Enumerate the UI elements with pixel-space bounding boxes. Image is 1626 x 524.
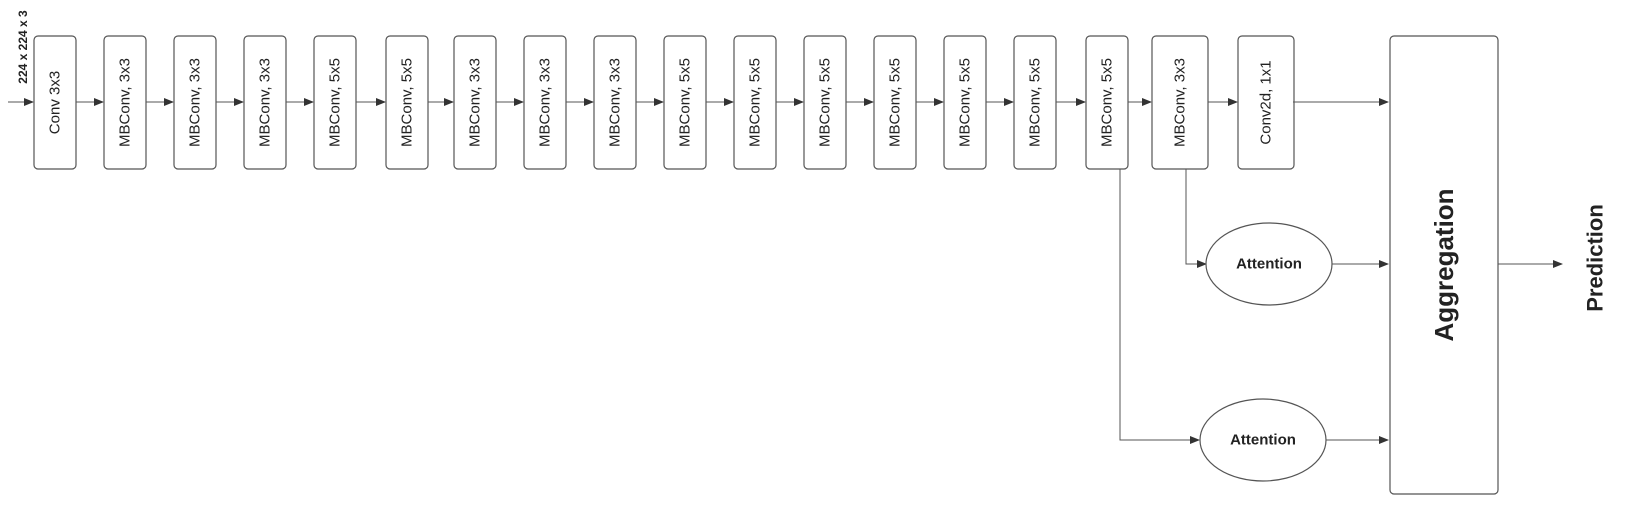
- block-7: MBConv, 3x3: [453, 35, 497, 170]
- block-box: [1085, 35, 1129, 170]
- block-label: MBConv, 5x5: [957, 58, 974, 147]
- block-14: MBConv, 5x5: [943, 35, 987, 170]
- block-10: MBConv, 5x5: [663, 35, 707, 170]
- backbone-blocks: Conv 3x3 MBConv, 3x3 MBConv, 3x3 MBConv, 3x…: [33, 35, 1295, 170]
- block-16: MBConv, 5x5: [1085, 35, 1129, 170]
- block-3: MBConv, 3x3: [173, 35, 217, 170]
- block-label: MBConv, 5x5: [817, 58, 834, 147]
- block-13: MBConv, 5x5: [873, 35, 917, 170]
- prediction-label: Prediction: [1583, 204, 1608, 312]
- block-box: [943, 35, 987, 170]
- branch-connector-lower: [1119, 169, 1200, 444]
- input-size-label: 224 x 224 x 3: [16, 10, 30, 84]
- block-11: MBConv, 5x5: [733, 35, 777, 170]
- block-box: [453, 35, 497, 170]
- block-box: [873, 35, 917, 170]
- block-label: MBConv, 5x5: [399, 58, 416, 147]
- block-box: [243, 35, 287, 170]
- block-8: MBConv, 3x3: [523, 35, 567, 170]
- block-label: MBConv, 5x5: [887, 58, 904, 147]
- block-box: [523, 35, 567, 170]
- block-label: MBConv, 3x3: [187, 58, 204, 147]
- block-box: [733, 35, 777, 170]
- attention-module-lower: Attention: [1199, 398, 1327, 482]
- block-label: MBConv, 5x5: [327, 58, 344, 147]
- aggregation-label: Aggregation: [1429, 188, 1459, 341]
- aggregation-block: Aggregation: [1389, 35, 1499, 495]
- block-label: MBConv, 3x3: [537, 58, 554, 147]
- block-label: Conv 3x3: [47, 71, 64, 134]
- block-box: [1151, 35, 1209, 170]
- block-label: MBConv, 5x5: [1099, 58, 1116, 147]
- block-box: [103, 35, 147, 170]
- attention-label: Attention: [1236, 256, 1302, 273]
- block-9: MBConv, 3x3: [593, 35, 637, 170]
- block-box: [173, 35, 217, 170]
- block-4: MBConv, 3x3: [243, 35, 287, 170]
- block-6: MBConv, 5x5: [385, 35, 429, 170]
- block-label: MBConv, 5x5: [677, 58, 694, 147]
- block-box: [1013, 35, 1057, 170]
- attention-module-upper: Attention: [1205, 222, 1333, 306]
- block-box: [385, 35, 429, 170]
- block-17: MBConv, 3x3: [1151, 35, 1209, 170]
- block-label: MBConv, 3x3: [117, 58, 134, 147]
- block-box: [33, 35, 77, 170]
- block-1: Conv 3x3: [33, 35, 77, 170]
- block-label: MBConv, 5x5: [1027, 58, 1044, 147]
- block-label: MBConv, 3x3: [467, 58, 484, 147]
- block-label: MBConv, 3x3: [1172, 58, 1189, 147]
- block-box: [313, 35, 357, 170]
- block-box: [593, 35, 637, 170]
- block-box: [803, 35, 847, 170]
- block-label: MBConv, 3x3: [607, 58, 624, 147]
- block-18: Conv2d, 1x1: [1237, 35, 1295, 170]
- block-label: MBConv, 5x5: [747, 58, 764, 147]
- branch-connector-upper: [1185, 169, 1207, 268]
- block-label: Conv2d, 1x1: [1258, 60, 1275, 144]
- block-15: MBConv, 5x5: [1013, 35, 1057, 170]
- block-2: MBConv, 3x3: [103, 35, 147, 170]
- attention-label: Attention: [1230, 432, 1296, 449]
- block-5: MBConv, 5x5: [313, 35, 357, 170]
- block-label: MBConv, 3x3: [257, 58, 274, 147]
- block-box: [663, 35, 707, 170]
- block-12: MBConv, 5x5: [803, 35, 847, 170]
